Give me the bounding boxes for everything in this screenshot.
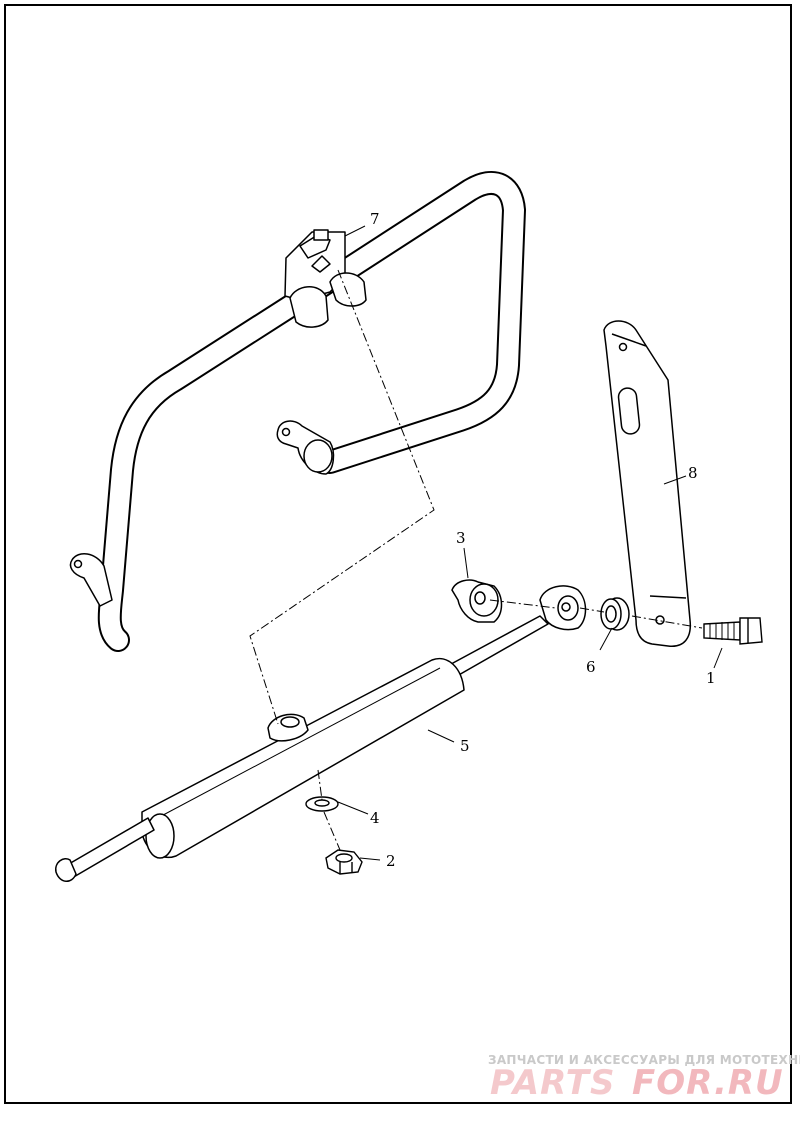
callout-3: 3: [456, 529, 466, 547]
watermark-brand-part2: FOR.RU: [632, 1063, 784, 1103]
part-1-bolt: [703, 617, 763, 645]
part-6-spacer: [600, 597, 630, 631]
callout-5: 5: [460, 737, 470, 755]
diagram-frame: [4, 4, 792, 1104]
part-4-washer: [305, 796, 339, 812]
part-7-guard-bar: [69, 171, 526, 652]
callout-labels: 1 2 3 4 5 6 7 8: [370, 210, 716, 870]
callout-8: 8: [688, 464, 698, 482]
watermark: ЗАПЧАСТИ И АКСЕССУАРЫ ДЛЯ МОТОТЕХНИКИ PA…: [488, 1053, 800, 1103]
part-2-nut: [325, 849, 363, 875]
callout-4: 4: [370, 809, 380, 827]
leader-lines: [337, 225, 723, 861]
assembly-center-lines: [249, 269, 703, 851]
callout-2: 2: [386, 852, 396, 870]
part-5-steering-damper: [55, 585, 587, 882]
watermark-tagline: ЗАПЧАСТИ И АКСЕССУАРЫ ДЛЯ МОТОТЕХНИКИ: [488, 1053, 800, 1067]
part-3-bushing: [451, 579, 503, 623]
callout-7: 7: [370, 210, 380, 228]
callout-6: 6: [586, 658, 596, 676]
watermark-brand-part1: PARTS: [490, 1063, 615, 1103]
callout-1: 1: [706, 669, 716, 687]
